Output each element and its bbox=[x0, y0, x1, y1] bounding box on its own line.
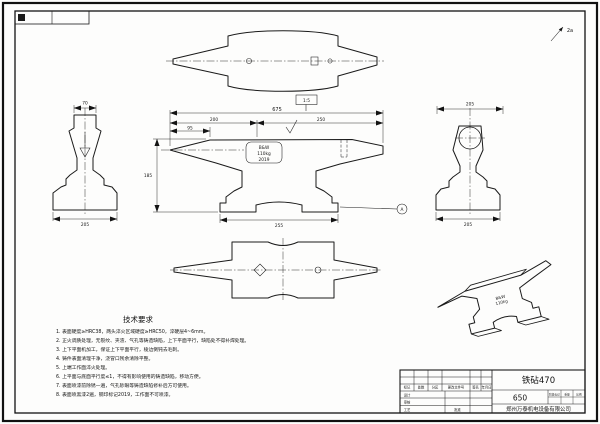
tech-item-2: 2. 正火调质处理，无裂纹、夹渣、气孔等铸造缺陷，上下平面平行，缺陷处不得补焊处… bbox=[56, 337, 249, 344]
tb-label-date: 年月日 bbox=[482, 385, 492, 390]
tb-label-change-doc: 更改文件号 bbox=[448, 385, 465, 390]
pritchel-hole-bottom bbox=[314, 266, 322, 274]
revision-mark bbox=[18, 14, 25, 21]
tb-label-stage: 阶段标记 bbox=[549, 392, 560, 396]
dim-left-top-width: 70 bbox=[82, 101, 88, 107]
tech-item-8: 8. 表面喷黑漆2遍，钢印标记2019，工作面不可喷漆。 bbox=[56, 391, 173, 398]
tech-title: 技术要求 bbox=[123, 314, 153, 324]
corner-mark-label: 2a bbox=[567, 28, 573, 34]
tb-label-process: 工艺 bbox=[404, 407, 411, 412]
tech-item-3: 3. 上下平面机加工，保证上下平面平行，棱边倒钝去毛刺。 bbox=[56, 346, 182, 353]
tb-label-design: 设计 bbox=[404, 392, 411, 397]
company-name: 郑州万泰机电设备有限公司 bbox=[506, 405, 571, 413]
dim-base-length: 255 bbox=[275, 223, 283, 229]
tb-label-count: 处数 bbox=[418, 385, 425, 390]
dim-total-height: 185 bbox=[144, 173, 152, 179]
dim-horn-height: 95 bbox=[187, 126, 193, 132]
stamp-year: 2019 bbox=[259, 157, 270, 163]
tech-item-1: 1. 表面硬度≥HRC38，两头淬火区域硬度≥HRC50，淬硬层4~6mm。 bbox=[56, 328, 208, 335]
lifting-mark-icon bbox=[79, 147, 91, 158]
corner-arrow-icon bbox=[558, 27, 563, 32]
tb-label-approve: 批准 bbox=[454, 407, 461, 412]
datum-letter: A bbox=[401, 207, 404, 213]
tb-label-mark: 标记 bbox=[404, 385, 411, 390]
iso-stamp-brand: B&W bbox=[495, 294, 506, 301]
pritchel-hole bbox=[327, 58, 333, 64]
taper-callout: 1:5 bbox=[295, 94, 318, 111]
title-block: 标记 处数 分区 更改文件号 签名 年月日 设计 审核 工艺 批准 铁砧470 … bbox=[399, 369, 586, 414]
tech-requirements: 技术要求 1. 表面硬度≥HRC38，两头淬火区域硬度≥HRC50，淬硬层4~6… bbox=[56, 314, 249, 398]
dim-horn-length: 200 bbox=[210, 117, 218, 123]
top-view bbox=[166, 30, 384, 92]
iso-stamp-weight: 110kg bbox=[495, 298, 509, 306]
dim-right-top-width: 205 bbox=[466, 102, 474, 108]
tech-item-5: 5. 上端工作面淬火处理。 bbox=[56, 364, 110, 371]
hardy-hole-bottom bbox=[253, 263, 267, 277]
front-view-dimensions: 675 200 250 95 185 255 bbox=[144, 107, 384, 229]
left-end-view: 70 205 bbox=[52, 101, 118, 228]
datum-balloon: A bbox=[339, 203, 408, 215]
right-end-view: 205 205 bbox=[435, 102, 504, 228]
corner-mark: 2a bbox=[550, 26, 573, 42]
tb-label-sign: 签名 bbox=[472, 385, 479, 390]
tb-label-zone: 分区 bbox=[432, 385, 439, 390]
bottom-view bbox=[170, 238, 382, 302]
stamp-brand: B&W bbox=[259, 145, 270, 151]
stamp-weight: 110kg bbox=[257, 151, 271, 157]
front-view: B&W 110kg 2019 675 200 250 95 185 255 bbox=[144, 94, 408, 229]
taper-value: 1:5 bbox=[303, 98, 310, 104]
dim-right-base-width: 205 bbox=[464, 222, 472, 228]
dim-left-base-width: 205 bbox=[81, 222, 89, 228]
top-view-hole bbox=[246, 58, 252, 64]
dim-overall-length: 675 bbox=[272, 107, 282, 113]
tb-label-check: 审核 bbox=[404, 399, 411, 404]
part-name: 铁砧470 bbox=[522, 375, 555, 386]
dim-face-length: 250 bbox=[317, 117, 325, 123]
tech-item-4: 4. 铸件表面清理干净，浇冒口残余清除平整。 bbox=[56, 355, 153, 362]
hardy-hole bbox=[310, 56, 319, 66]
maker-stamp: B&W 110kg 2019 bbox=[245, 141, 283, 164]
tech-item-6: 6. 上平面与底面平行度≤1，不得有影响使用的铸造缺陷，移动方便。 bbox=[56, 373, 204, 380]
tech-item-7: 7. 表面喷漆前除锈一遍，气孔砂眼等铸造缺陷修补后方可使用。 bbox=[56, 382, 192, 389]
tb-label-scale: 比例 bbox=[576, 392, 582, 396]
drawing-number: 650 bbox=[513, 394, 528, 403]
surface-finish-icon bbox=[285, 119, 298, 134]
tb-label-weight: 重量 bbox=[564, 392, 570, 396]
isometric-view: B&W 110kg bbox=[437, 260, 552, 337]
